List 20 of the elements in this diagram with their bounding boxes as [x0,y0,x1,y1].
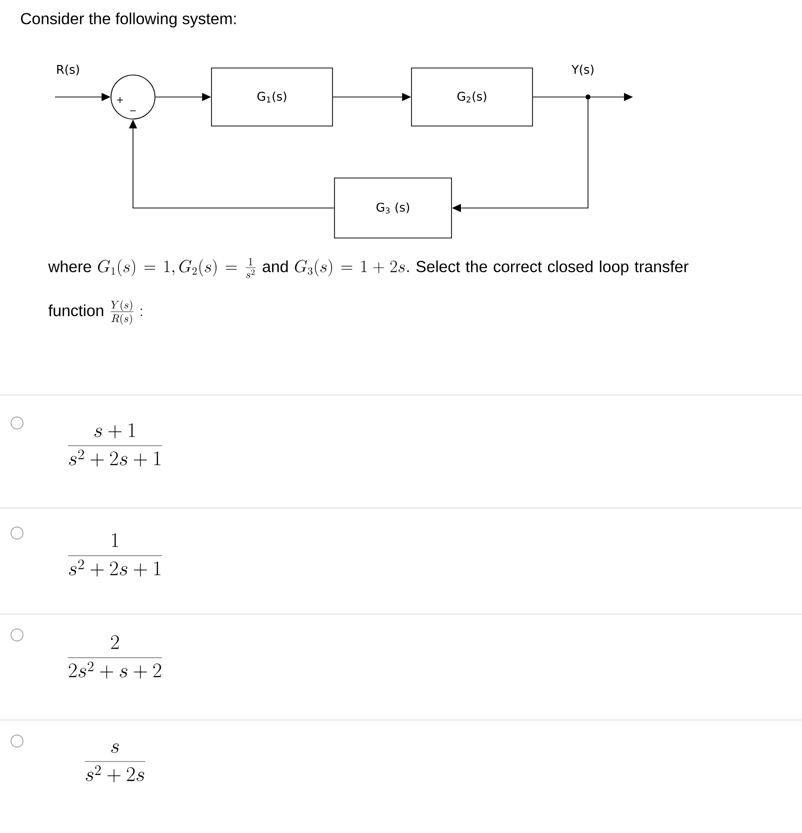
label: $G_3(s) = 1 + 2s.$ [294,259,409,276]
answer-formula: $\frac{1}{s^2+2s+1}$ [68,533,162,576]
signal-label: R(s) [57,64,79,76]
label: and [262,260,288,272]
answer-formula: $\frac{2}{2s^2+s+2}$ [68,635,162,678]
answer-formula: $\frac{s}{s^2+2s}$ [84,744,146,782]
block-box: G$_{3}$ (s) [334,178,452,238]
summing-junction: + − [110,74,156,120]
label: $G_1(s) = 1, G_2(s) = \frac{1}{s^2}$ [98,258,256,278]
label: function [48,304,104,316]
label: where [48,260,92,272]
block-box: G$_{1}$(s) [211,68,333,126]
signal-label: Y(s) [572,64,594,76]
label: Select the correct closed loop transfer [416,260,688,276]
branch-point [586,94,590,100]
block-box: G$_{2}$(s) [411,68,533,126]
label: $\frac{Y(s)}{R(s)}:$ [110,300,142,325]
question-text: where $G_1(s) = 1, G_2(s) = \frac{1}{s^2}$ and $G_3(s) = 1 + 2s.$ Select the correct closed loop transfer function $\frac{Y(s)}{R(s)}:$ [48,258,688,325]
title: Consider the following system: [21,12,236,28]
answer-formula: $\frac{s+1}{s^2+2s+1}$ [68,423,162,466]
